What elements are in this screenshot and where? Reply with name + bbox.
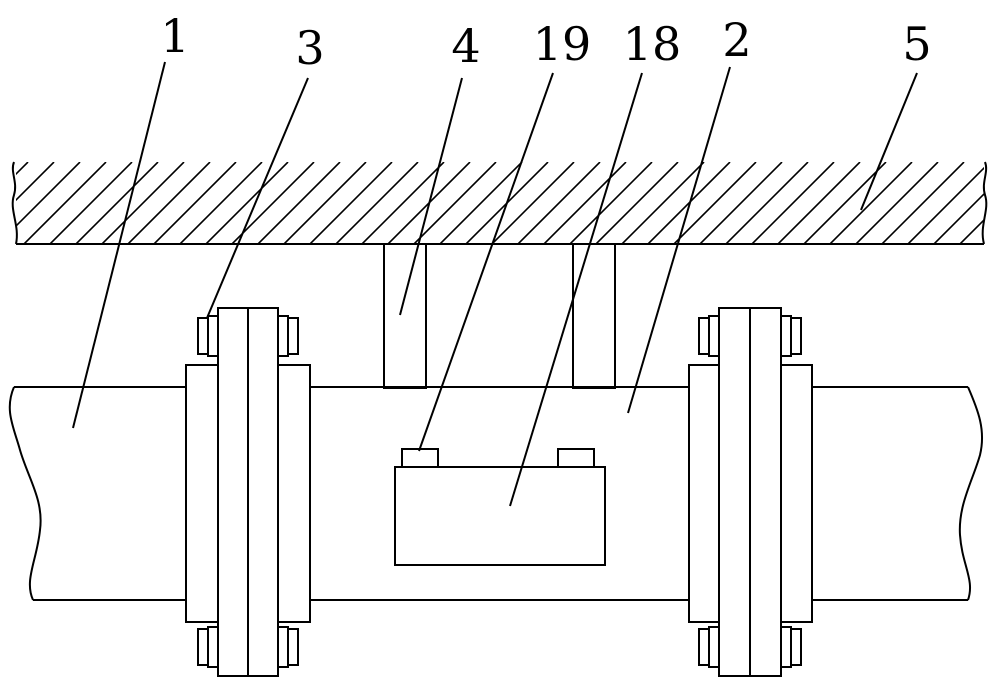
pipe-middle bbox=[311, 386, 689, 601]
hatch-line bbox=[179, 162, 263, 244]
hatch-line bbox=[673, 162, 757, 244]
hatch-line bbox=[257, 162, 341, 244]
hatch-line bbox=[361, 162, 445, 244]
hatch-line bbox=[725, 162, 809, 244]
hatch-line bbox=[907, 166, 984, 244]
hatch-line bbox=[881, 162, 965, 244]
bolt-right-top bbox=[698, 315, 802, 357]
flange-left bbox=[185, 307, 311, 677]
hatch-line bbox=[699, 162, 783, 244]
hatch-line bbox=[959, 218, 984, 244]
label-pipe-middle: 2 bbox=[722, 13, 751, 67]
hatch-line bbox=[829, 162, 913, 244]
hatch-line bbox=[283, 162, 367, 244]
hatch-line bbox=[101, 162, 185, 244]
control-box bbox=[394, 448, 606, 566]
flange-right bbox=[688, 307, 813, 677]
hatch-line bbox=[153, 162, 237, 244]
hatch-line bbox=[49, 162, 133, 244]
hatch-line bbox=[803, 162, 887, 244]
bolt-right-bottom bbox=[698, 626, 802, 668]
hatch-line bbox=[16, 162, 55, 202]
support-left bbox=[383, 243, 427, 389]
hatch-line bbox=[621, 162, 705, 244]
pipe-left bbox=[8, 386, 186, 601]
label-ceiling: 5 bbox=[902, 17, 931, 71]
label-support: 4 bbox=[451, 19, 480, 73]
hatch-line bbox=[231, 162, 315, 244]
hatch-line bbox=[335, 162, 419, 244]
ceiling-hatching bbox=[0, 162, 1000, 244]
hatch-line bbox=[777, 162, 861, 244]
hatch-line bbox=[569, 162, 653, 244]
label-box: 18 bbox=[623, 17, 682, 71]
pipe-right bbox=[812, 386, 984, 601]
bolt-left-top bbox=[197, 315, 299, 357]
hatch-line bbox=[309, 162, 393, 244]
bolt-left-bottom bbox=[197, 626, 299, 668]
hatch-line bbox=[23, 162, 107, 244]
hatch-line bbox=[127, 162, 211, 244]
hatch-line bbox=[75, 162, 159, 244]
support-right bbox=[572, 243, 616, 389]
hatch-line bbox=[0, 162, 2, 244]
part-labels: 1 3 4 19 18 2 5 bbox=[160, 9, 931, 75]
ceiling bbox=[0, 161, 1000, 245]
hatch-line bbox=[543, 162, 627, 244]
hatch-line bbox=[517, 162, 601, 244]
hatch-line bbox=[16, 162, 81, 228]
button-left bbox=[401, 448, 439, 468]
leader-lines bbox=[72, 61, 918, 507]
hatch-line bbox=[595, 162, 679, 244]
label-bolt: 3 bbox=[295, 21, 324, 75]
label-button: 19 bbox=[533, 17, 592, 71]
hatch-line bbox=[933, 192, 984, 244]
label-pipe-left: 1 bbox=[160, 9, 189, 63]
hatch-line bbox=[986, 162, 1000, 244]
hatch-line bbox=[855, 162, 939, 244]
hatch-line bbox=[413, 162, 497, 244]
hatch-line bbox=[491, 162, 575, 244]
hatch-line bbox=[439, 162, 523, 244]
hatch-line bbox=[205, 162, 289, 244]
button-right bbox=[557, 448, 595, 468]
hatch-line bbox=[751, 162, 835, 244]
